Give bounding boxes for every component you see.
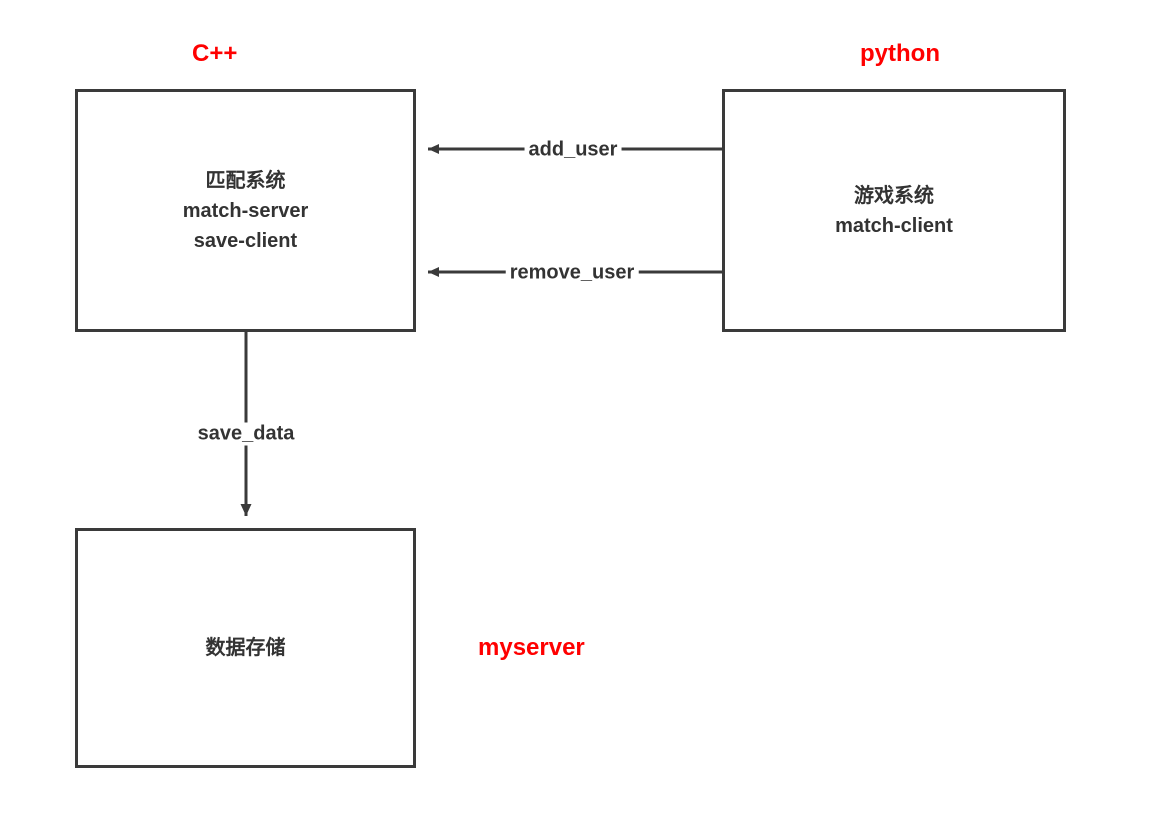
node-game-system[interactable]: 游戏系统 match-client bbox=[722, 89, 1066, 332]
tag-python: python bbox=[860, 40, 940, 67]
edge-label-save-data: save_data bbox=[193, 422, 299, 446]
node-game-system-label: 游戏系统 match-client bbox=[835, 184, 953, 237]
edge-label-add-user: add_user bbox=[524, 138, 622, 162]
tag-cpp: C++ bbox=[192, 40, 238, 67]
node-data-store[interactable]: 数据存储 bbox=[75, 528, 416, 768]
edge-label-remove-user: remove_user bbox=[505, 261, 639, 285]
node-match-system[interactable]: 匹配系统 match-server save-client bbox=[75, 89, 416, 332]
node-match-system-label: 匹配系统 match-server save-client bbox=[182, 169, 309, 252]
tag-myserver: myserver bbox=[478, 634, 585, 661]
node-data-store-label: 数据存储 bbox=[205, 637, 286, 659]
